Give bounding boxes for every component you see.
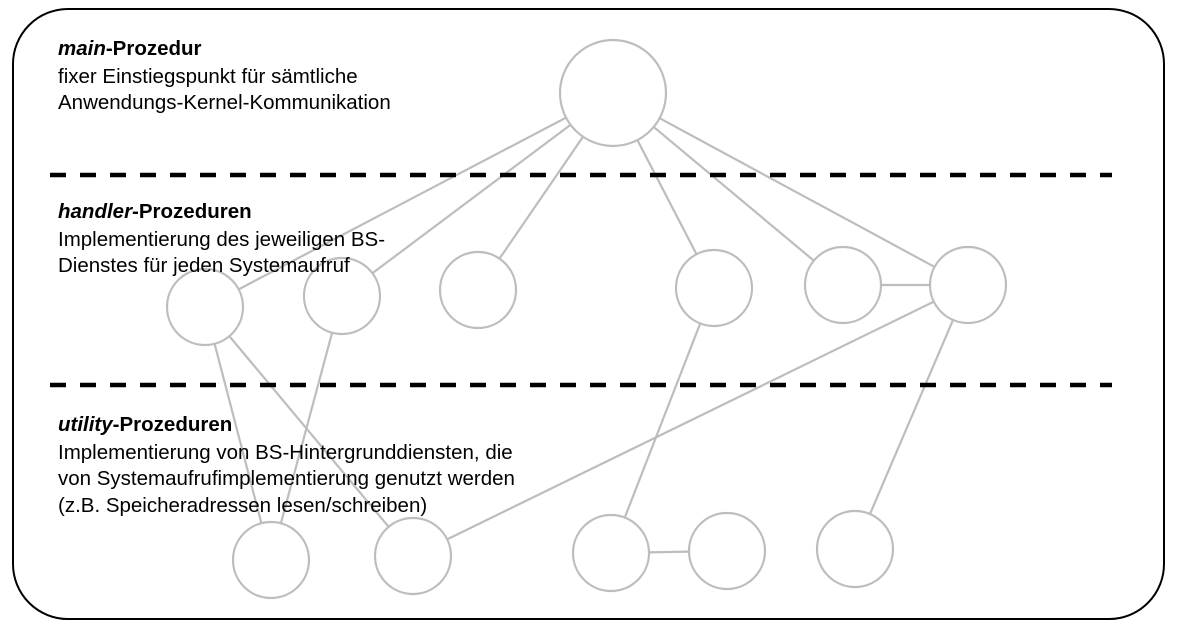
edge-handler-6-to-utility-2: [446, 300, 935, 541]
edge-group: [213, 116, 955, 554]
node-handler-4[interactable]: [674, 248, 754, 328]
node-utility-5[interactable]: [815, 509, 895, 589]
edge-handler-2-to-utility-1: [279, 331, 334, 525]
node-group: [165, 38, 1008, 600]
edge-main-1-to-handler-5: [652, 125, 815, 262]
node-utility-2[interactable]: [373, 516, 453, 596]
edge-main-1-to-handler-6: [658, 117, 936, 269]
diagram-frame: [12, 8, 1165, 620]
edge-main-1-to-handler-4: [636, 138, 698, 256]
node-main-1[interactable]: [558, 38, 668, 148]
node-handler-3[interactable]: [438, 250, 518, 330]
edge-utility-3-to-utility-4: [647, 550, 691, 554]
node-handler-6[interactable]: [928, 245, 1008, 325]
node-utility-4[interactable]: [687, 511, 767, 591]
node-utility-1[interactable]: [231, 520, 311, 600]
edge-main-1-to-handler-1: [237, 116, 568, 291]
edge-main-1-to-handler-3: [498, 135, 585, 260]
node-handler-1[interactable]: [165, 267, 245, 347]
edge-handler-4-to-utility-3: [623, 322, 702, 519]
edge-handler-1-to-utility-2: [228, 335, 390, 528]
edge-handler-6-to-utility-5: [868, 318, 955, 516]
node-handler-2[interactable]: [302, 256, 382, 336]
edge-handler-1-to-utility-1: [213, 342, 263, 525]
edge-main-1-to-handler-2: [371, 123, 572, 275]
node-utility-3[interactable]: [571, 513, 651, 593]
node-handler-5[interactable]: [803, 245, 883, 325]
